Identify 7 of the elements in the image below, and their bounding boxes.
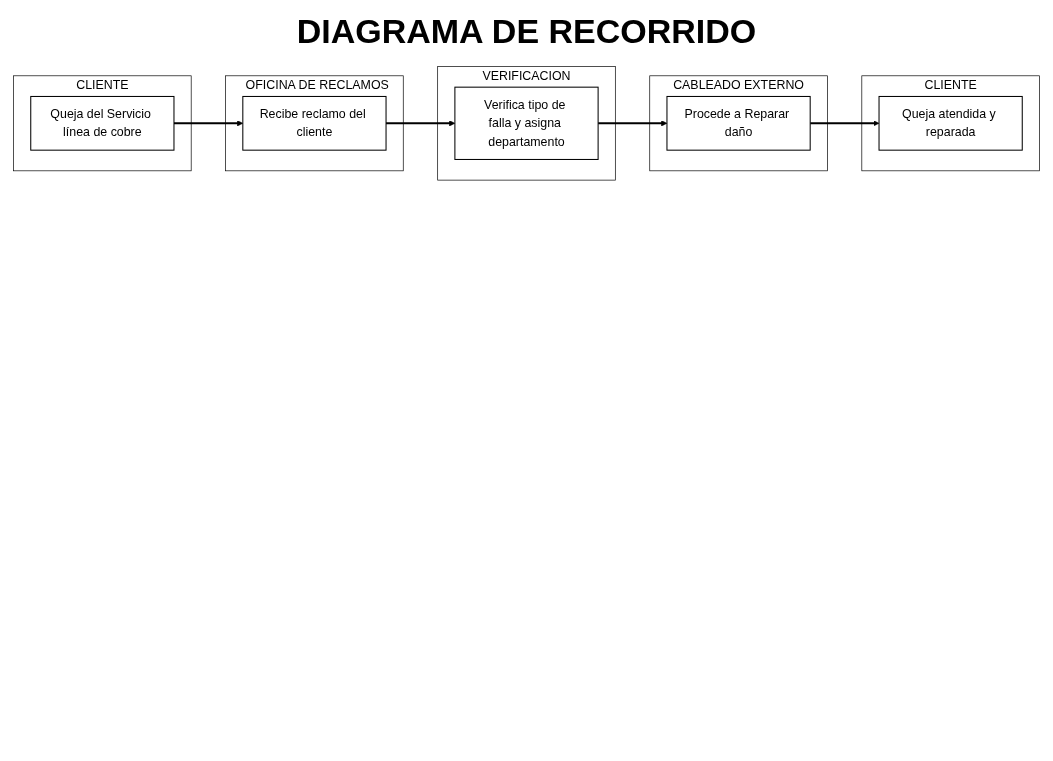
- node-box: Procede a Reparar daño: [666, 95, 811, 151]
- node-box: Recibe reclamo del cliente: [242, 95, 387, 151]
- node-box: Verifica tipo de falla y asigna departamento: [454, 86, 599, 160]
- node-box: Queja del Servicio línea de cobre: [30, 95, 175, 151]
- diagram-title: DIAGRAMA DE RECORRIDO: [296, 12, 757, 51]
- node-box: Queja atendida y reparada: [878, 95, 1023, 151]
- arrow: [810, 120, 880, 127]
